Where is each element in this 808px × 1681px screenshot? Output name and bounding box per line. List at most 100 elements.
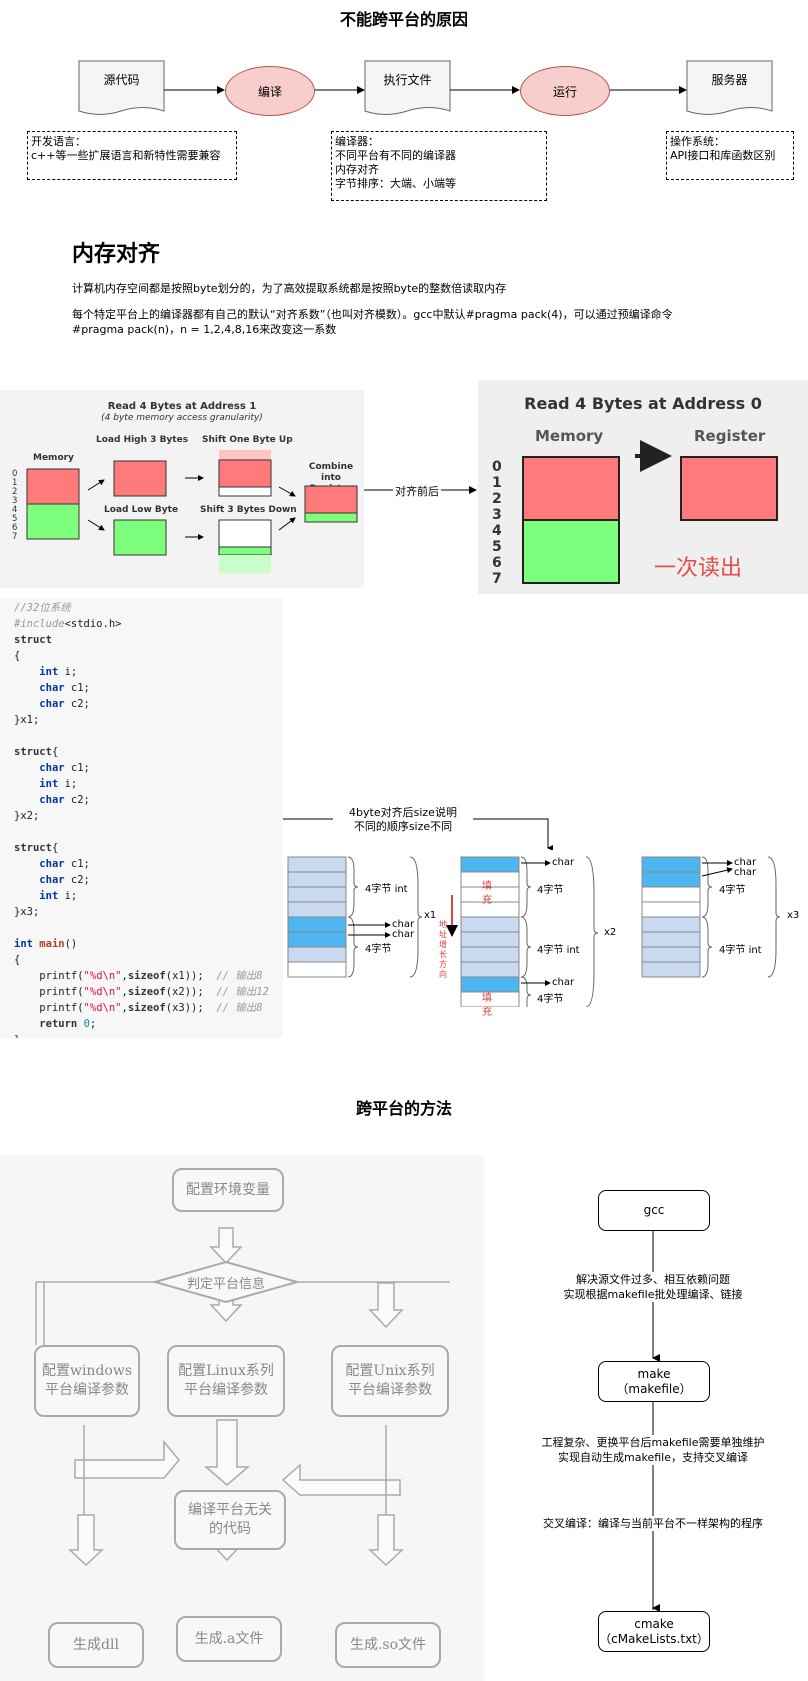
sketch-linux-box: 配置Linux系列平台编译参数 [167, 1345, 285, 1417]
load-low-block [113, 519, 167, 556]
aligned-memory-label: Memory [535, 427, 604, 445]
section2-para1: 计算机内存空间都是按照byte划分的，为了高效提取系统都是按照byte的整数倍读… [72, 282, 507, 295]
x2-4byte-label: 4字节 [537, 945, 564, 956]
note-compiler-line: 字节排序：大端、小端等 [335, 177, 456, 190]
x3-int-label: int [748, 945, 762, 956]
x2-char-label-1: char [552, 857, 575, 868]
section3-title: 跨平台的方法 [355, 1099, 452, 1118]
address-label: 2 [12, 487, 18, 497]
x2-name: x2 [604, 927, 617, 938]
sketch-indep-line: 的代码 [209, 1521, 251, 1537]
struct-x3-cells [641, 856, 701, 978]
note-compiler-line: 编译器： [335, 135, 379, 148]
sketch-indep-box: 编译平台无关的代码 [174, 1490, 286, 1550]
x1-name: x1 [424, 910, 437, 921]
sketch-win-line: 平台编译参数 [44, 1382, 129, 1398]
node-compile: 编译 [225, 66, 315, 116]
sketch-dll-box: 生成dll [48, 1622, 144, 1668]
address-label: 4 [492, 523, 502, 539]
aligned-address-column: 0 1 2 3 4 5 6 7 [492, 459, 502, 587]
unaligned-read-figure: Read 4 Bytes at Address 1 (4 byte memory… [0, 390, 364, 588]
unaligned-combine-line1: Combine [308, 462, 354, 472]
flow-note-2-line: 实现自动生成makefile，支持交叉编译 [558, 1451, 748, 1464]
sketch-linux-line: 配置Linux系列 [178, 1363, 274, 1379]
shift-up-block [218, 459, 272, 488]
code-label: 4byte对齐后size说明 不同的顺序size不同 [333, 806, 473, 834]
fill-char: 充 [482, 895, 492, 906]
note-os-line: 操作系统： [670, 135, 725, 148]
address-label: 2 [492, 491, 502, 507]
flow-note-2-line: 工程复杂、更换平台后makefile需要单独维护 [541, 1436, 765, 1449]
sketch-decide-diamond [151, 1260, 301, 1304]
dir-char: 向 [439, 970, 447, 979]
flow-note-1-line: 实现根据makefile批处理编译、链接 [563, 1288, 743, 1301]
unaligned-shift-down-label: Shift 3 Bytes Down [200, 505, 297, 515]
fill-char: 填 [482, 993, 492, 1004]
unaligned-shift-up-label: Shift One Byte Up [202, 435, 293, 445]
aligned-title: Read 4 Bytes at Address 0 [524, 394, 762, 413]
x3-name: x3 [787, 910, 800, 921]
node-source: 源代码 [79, 61, 164, 111]
memory-top-block [26, 468, 80, 505]
unaligned-subtitle: (4 byte memory access granularity) [101, 413, 263, 423]
flow-make-line: （makefile） [616, 1381, 692, 1396]
shift-down-block [218, 546, 272, 556]
address-label: 6 [12, 523, 18, 533]
unaligned-address-column: 0 1 2 3 4 5 6 7 [12, 470, 17, 542]
address-label: 7 [492, 571, 502, 587]
flow-make-box: make（makefile） [598, 1361, 710, 1402]
x2-fill-label-2: 填 充 [482, 992, 492, 1020]
x1-char-label-2: char [392, 929, 415, 940]
aligned-register [680, 456, 778, 521]
sketch-arrows [35, 1227, 450, 1567]
aligned-note: 一次读出 [654, 556, 743, 581]
x2-int-label: int [566, 945, 580, 956]
combined-red [304, 485, 358, 514]
unaligned-title: Read 4 Bytes at Address 1 [107, 401, 257, 412]
code-label-line2: 不同的顺序size不同 [353, 820, 453, 833]
flow-note-1: 解决源文件过多、相互依赖问题 实现根据makefile批处理编译、链接 [523, 1272, 783, 1302]
flow-cmake-box: cmake（cMakeLists.txt） [598, 1611, 710, 1652]
struct-layout-figure [287, 856, 781, 1007]
aligned-memory-top [522, 456, 620, 521]
address-label: 1 [12, 478, 18, 488]
aligned-graphics [522, 440, 778, 584]
aligned-memory-bottom [522, 519, 620, 584]
section2-para2b: #pragma pack(n)，n = 1,2,4,8,16来改变这一系数 [72, 323, 337, 336]
x1-char-label-1: char [392, 919, 415, 930]
address-label: 0 [492, 459, 502, 475]
flow-cmake-line: （cMakeLists.txt） [599, 1631, 709, 1646]
address-label: 3 [492, 507, 502, 523]
unaligned-load-high-label: Load High 3 Bytes [96, 435, 189, 445]
node-source-label: 源代码 [103, 73, 140, 87]
combined-green [304, 512, 358, 523]
node-exec-label: 执行文件 [383, 73, 432, 87]
memory-bottom-block [26, 503, 80, 540]
address-label: 0 [12, 469, 18, 479]
dir-char: 方 [439, 960, 447, 969]
unaligned-memory-label: Memory [33, 453, 74, 463]
x2-dir-label: 地 址 增 长 方 向 [439, 920, 447, 980]
compare-label: 对齐前后 [393, 483, 441, 499]
note-os-line: API接口和库函数区别 [670, 149, 776, 162]
flow-note-1-line: 解决源文件过多、相互依赖问题 [576, 1273, 730, 1286]
dir-char: 增 [439, 940, 447, 949]
dir-char: 址 [439, 930, 447, 939]
node-run: 运行 [520, 66, 610, 116]
struct-x2-cells [460, 856, 520, 1007]
note-language-line: c++等一些扩展语言和新特性需要兼容 [31, 149, 221, 162]
address-label: 5 [12, 514, 18, 524]
x3-char-label-1: char [734, 857, 757, 868]
x3-4byte-int-label: 4字节 int [719, 941, 762, 956]
flow-note-3: 交叉编译：编译与当前平台不一样架构的程序 [518, 1516, 788, 1531]
unaligned-load-low-label: Load Low Byte [104, 505, 179, 515]
code-block: //32位系统 #include<stdio.h> struct { int i… [0, 598, 283, 1038]
unaligned-graphics [26, 450, 358, 573]
platform-sketch-figure [0, 1155, 484, 1681]
x2-fill-label-1: 填 充 [482, 880, 492, 908]
dir-char: 地 [439, 920, 447, 929]
node-server: 服务器 [687, 61, 772, 111]
doc-shape-source [78, 60, 165, 115]
sketch-unix-line: 配置Unix系列 [345, 1363, 435, 1379]
